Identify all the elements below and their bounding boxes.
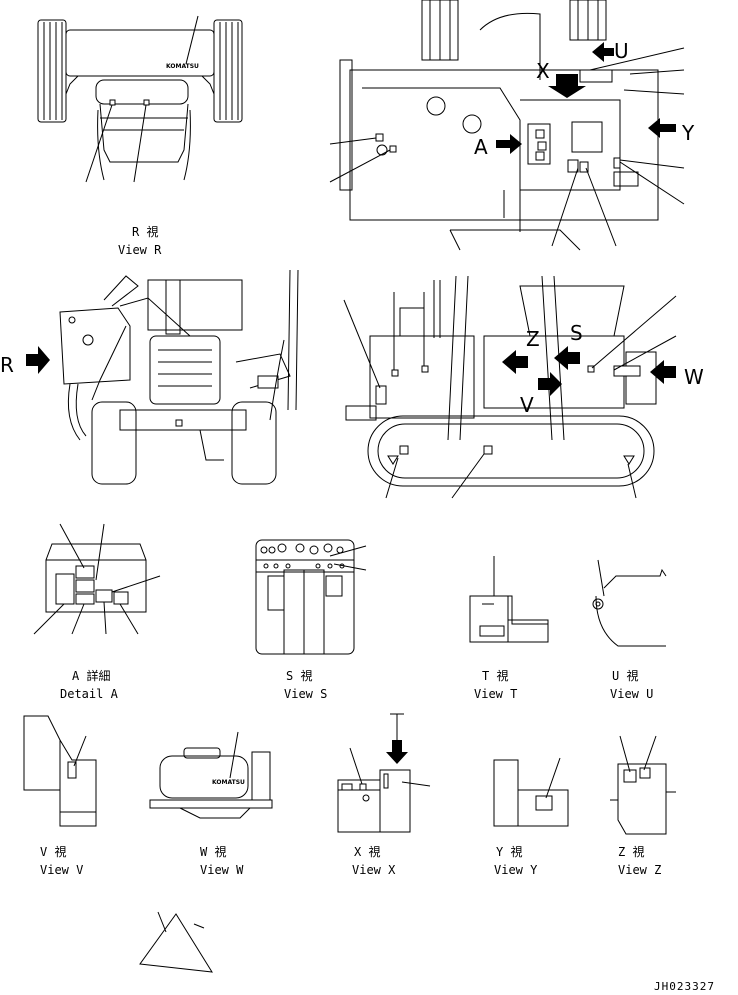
marker-s: S [570,321,583,345]
machine-side-drawing [329,0,685,251]
view-y-drawing [493,757,569,827]
machine-rear-drawing [59,269,299,485]
arrow-r [26,346,50,374]
marker-r: R [0,353,14,377]
view-t-caption: View T [474,687,517,701]
view-t-title: T 視 [482,668,508,683]
marker-u: U [614,39,629,63]
view-x-caption: View X [352,863,396,877]
view-s-caption: View S [284,687,327,701]
view-z-caption: View Z [618,863,661,877]
arrow-t [386,740,408,764]
arrow-v [538,372,562,396]
marker-a: A [474,135,488,159]
view-y-title: Y 視 [496,844,522,859]
view-u-drawing [592,559,667,647]
view-u-caption: View U [610,687,653,701]
view-w-caption: View W [200,863,244,877]
marker-v: V [520,393,534,417]
view-v-title: V 視 [40,844,66,859]
view-x-title: X 視 [354,844,380,859]
view-u-title: U 視 [612,668,638,683]
marker-w: W [684,365,704,389]
arrow-u [592,42,614,62]
arrow-w [650,360,676,384]
view-r-drawing: KOMATSU [37,15,243,183]
drawing-number: JH023327 [654,980,715,993]
arrow-z [502,350,528,374]
view-s-drawing [255,539,367,655]
view-v-caption: View V [40,863,83,877]
komatsu-logo: KOMATSU [166,63,199,70]
view-z-title: Z 視 [618,844,644,859]
view-z-drawing [610,735,676,835]
triangle-label-drawing [139,911,213,973]
marker-x: X [536,59,550,83]
view-r-caption: View R [118,243,162,257]
arrow-s [554,346,580,370]
marker-z: Z [526,327,540,351]
view-v-drawing [23,715,97,827]
detail-a-caption: Detail A [60,687,119,701]
view-t-drawing [469,556,549,643]
view-y-caption: View Y [494,863,538,877]
detail-a-drawing [33,523,161,635]
arrow-x [548,74,586,98]
arrow-a [496,134,522,154]
view-w-drawing: KOMATSU [149,731,273,819]
detail-a-title: A 詳細 [72,668,110,683]
machine-tracks-drawing [343,275,677,499]
arrow-y [648,118,676,138]
view-r-title: R 視 [132,224,158,239]
view-w-title: W 視 [200,844,226,859]
view-s-title: S 視 [286,668,312,683]
marker-y: Y [681,121,695,145]
view-w-komatsu-logo: KOMATSU [212,779,245,786]
view-x-drawing [337,713,431,833]
